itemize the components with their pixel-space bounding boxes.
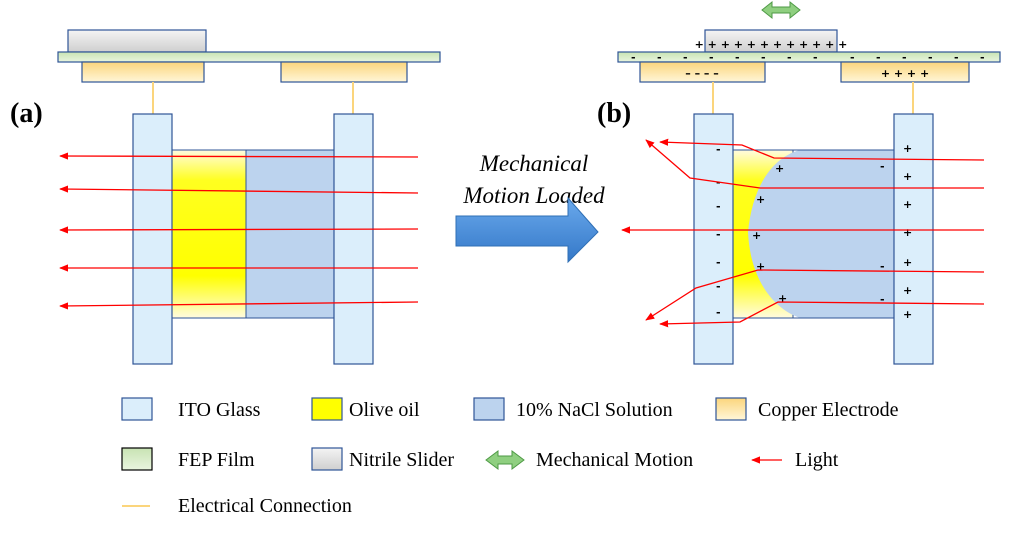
- light-ray: [659, 138, 985, 161]
- fep-minus: -: [735, 51, 740, 64]
- droplet-minus: -: [880, 160, 885, 173]
- light-ray: [659, 301, 985, 328]
- mechanical-motion-arrow-icon: [761, 0, 801, 20]
- transition-text-line1: Mechanical: [479, 151, 589, 176]
- glass-minus: -: [716, 256, 721, 269]
- glass-plus: +: [903, 284, 912, 297]
- panel-b-ito-glass-right: [893, 113, 934, 365]
- legend-label-olive-oil: Olive oil: [349, 399, 420, 421]
- droplet-minus: -: [880, 260, 885, 273]
- panel-a-copper-electrode-right: [280, 61, 408, 83]
- fep-minus: -: [631, 51, 636, 64]
- fep-minus: -: [709, 51, 714, 64]
- fep-minus: -: [876, 51, 881, 64]
- legend-label-fep: FEP Film: [178, 449, 255, 471]
- legend-label-motion: Mechanical Motion: [536, 449, 693, 471]
- legend-label-light: Light: [795, 449, 839, 471]
- fep-minus: -: [787, 51, 792, 64]
- fep-minus: -: [954, 51, 959, 64]
- legend-swatch-nitrile: [311, 447, 343, 471]
- legend-swatch-ito-glass: [121, 397, 153, 421]
- legend-swatch-fep: [121, 447, 153, 471]
- left-electrode-charges: – – – –: [685, 67, 719, 80]
- glass-plus: +: [903, 142, 912, 155]
- panel-a-copper-electrode-left: [81, 61, 205, 83]
- legend: ITO Glass Olive oil 10% NaCl Solution Co…: [121, 397, 899, 517]
- legend-swatch-olive-oil: [311, 397, 343, 421]
- panel-a-olive-oil: [171, 149, 247, 319]
- fep-minus: -: [657, 51, 662, 64]
- droplet-plus: +: [756, 193, 765, 206]
- light-ray: [59, 185, 419, 194]
- legend-double-arrow-icon: [485, 450, 525, 470]
- glass-plus: +: [903, 170, 912, 183]
- glass-plus: +: [903, 308, 912, 321]
- transition-arrow: Mechanical Motion Loaded: [455, 151, 605, 264]
- panel-a-nacl-solution: [245, 149, 335, 319]
- fep-minus: -: [683, 51, 688, 64]
- droplet-plus: +: [752, 229, 761, 242]
- light-ray: [645, 139, 984, 189]
- panel-b-copper-electrode-left: [639, 61, 766, 83]
- light-ray: [645, 269, 985, 321]
- droplet-minus: -: [880, 293, 885, 306]
- fep-minus: -: [928, 51, 933, 64]
- panel-b-copper-electrode-right: [840, 61, 970, 83]
- fep-minus: -: [902, 51, 907, 64]
- slider-charges: + + + + + + + + + + + +: [695, 38, 848, 51]
- light-ray: [59, 301, 419, 310]
- right-electrode-charges: + + + +: [881, 67, 929, 80]
- droplet-plus: +: [775, 162, 784, 175]
- light-ray: [59, 226, 419, 234]
- fep-minus: -: [980, 51, 985, 64]
- fep-minus: -: [850, 51, 855, 64]
- fep-film-charges: - - - - - - - - - - - - - -: [631, 51, 985, 64]
- panel-a-nitrile-slider: [67, 29, 207, 53]
- transition-text-line2: Motion Loaded: [462, 183, 605, 208]
- panel-b-fep-film: [617, 51, 1001, 63]
- panel-b-charges: - - - - - - - + + + + + - - - + + + + + …: [716, 142, 912, 321]
- big-right-arrow-icon: [455, 196, 599, 264]
- legend-label-ito-glass: ITO Glass: [178, 399, 261, 421]
- panel-a: (a): [10, 29, 441, 365]
- panel-b: + + + + + + + + + + + + - - - - - - - - …: [597, 0, 1001, 365]
- panel-a-ito-glass-right: [333, 113, 374, 365]
- glass-minus: -: [716, 200, 721, 213]
- droplet-plus: +: [756, 260, 765, 273]
- light-ray: [59, 152, 419, 160]
- panel-b-light-rays: [621, 138, 985, 328]
- legend-swatch-copper: [715, 397, 747, 421]
- glass-minus: -: [716, 143, 721, 156]
- legend-swatch-nacl: [473, 397, 505, 421]
- panel-b-ito-glass-left: [693, 113, 734, 365]
- panel-b-label: (b): [597, 98, 631, 129]
- legend-label-copper: Copper Electrode: [758, 399, 899, 421]
- glass-minus: -: [716, 306, 721, 319]
- fep-minus: -: [761, 51, 766, 64]
- panel-a-ito-glass-left: [132, 113, 173, 365]
- panel-a-label: (a): [10, 98, 43, 129]
- droplet-plus: +: [778, 292, 787, 305]
- fep-minus: -: [813, 51, 818, 64]
- glass-plus: +: [903, 226, 912, 239]
- panel-b-nacl-solution: [748, 150, 894, 318]
- glass-plus: +: [903, 256, 912, 269]
- panel-a-light-rays: [59, 152, 419, 310]
- glass-minus: -: [716, 228, 721, 241]
- legend-label-nacl: 10% NaCl Solution: [516, 399, 673, 421]
- panel-a-fep-film: [57, 51, 441, 63]
- legend-label-connection: Electrical Connection: [178, 495, 352, 517]
- glass-plus: +: [903, 198, 912, 211]
- legend-label-nitrile: Nitrile Slider: [349, 449, 454, 471]
- glass-minus: -: [716, 280, 721, 293]
